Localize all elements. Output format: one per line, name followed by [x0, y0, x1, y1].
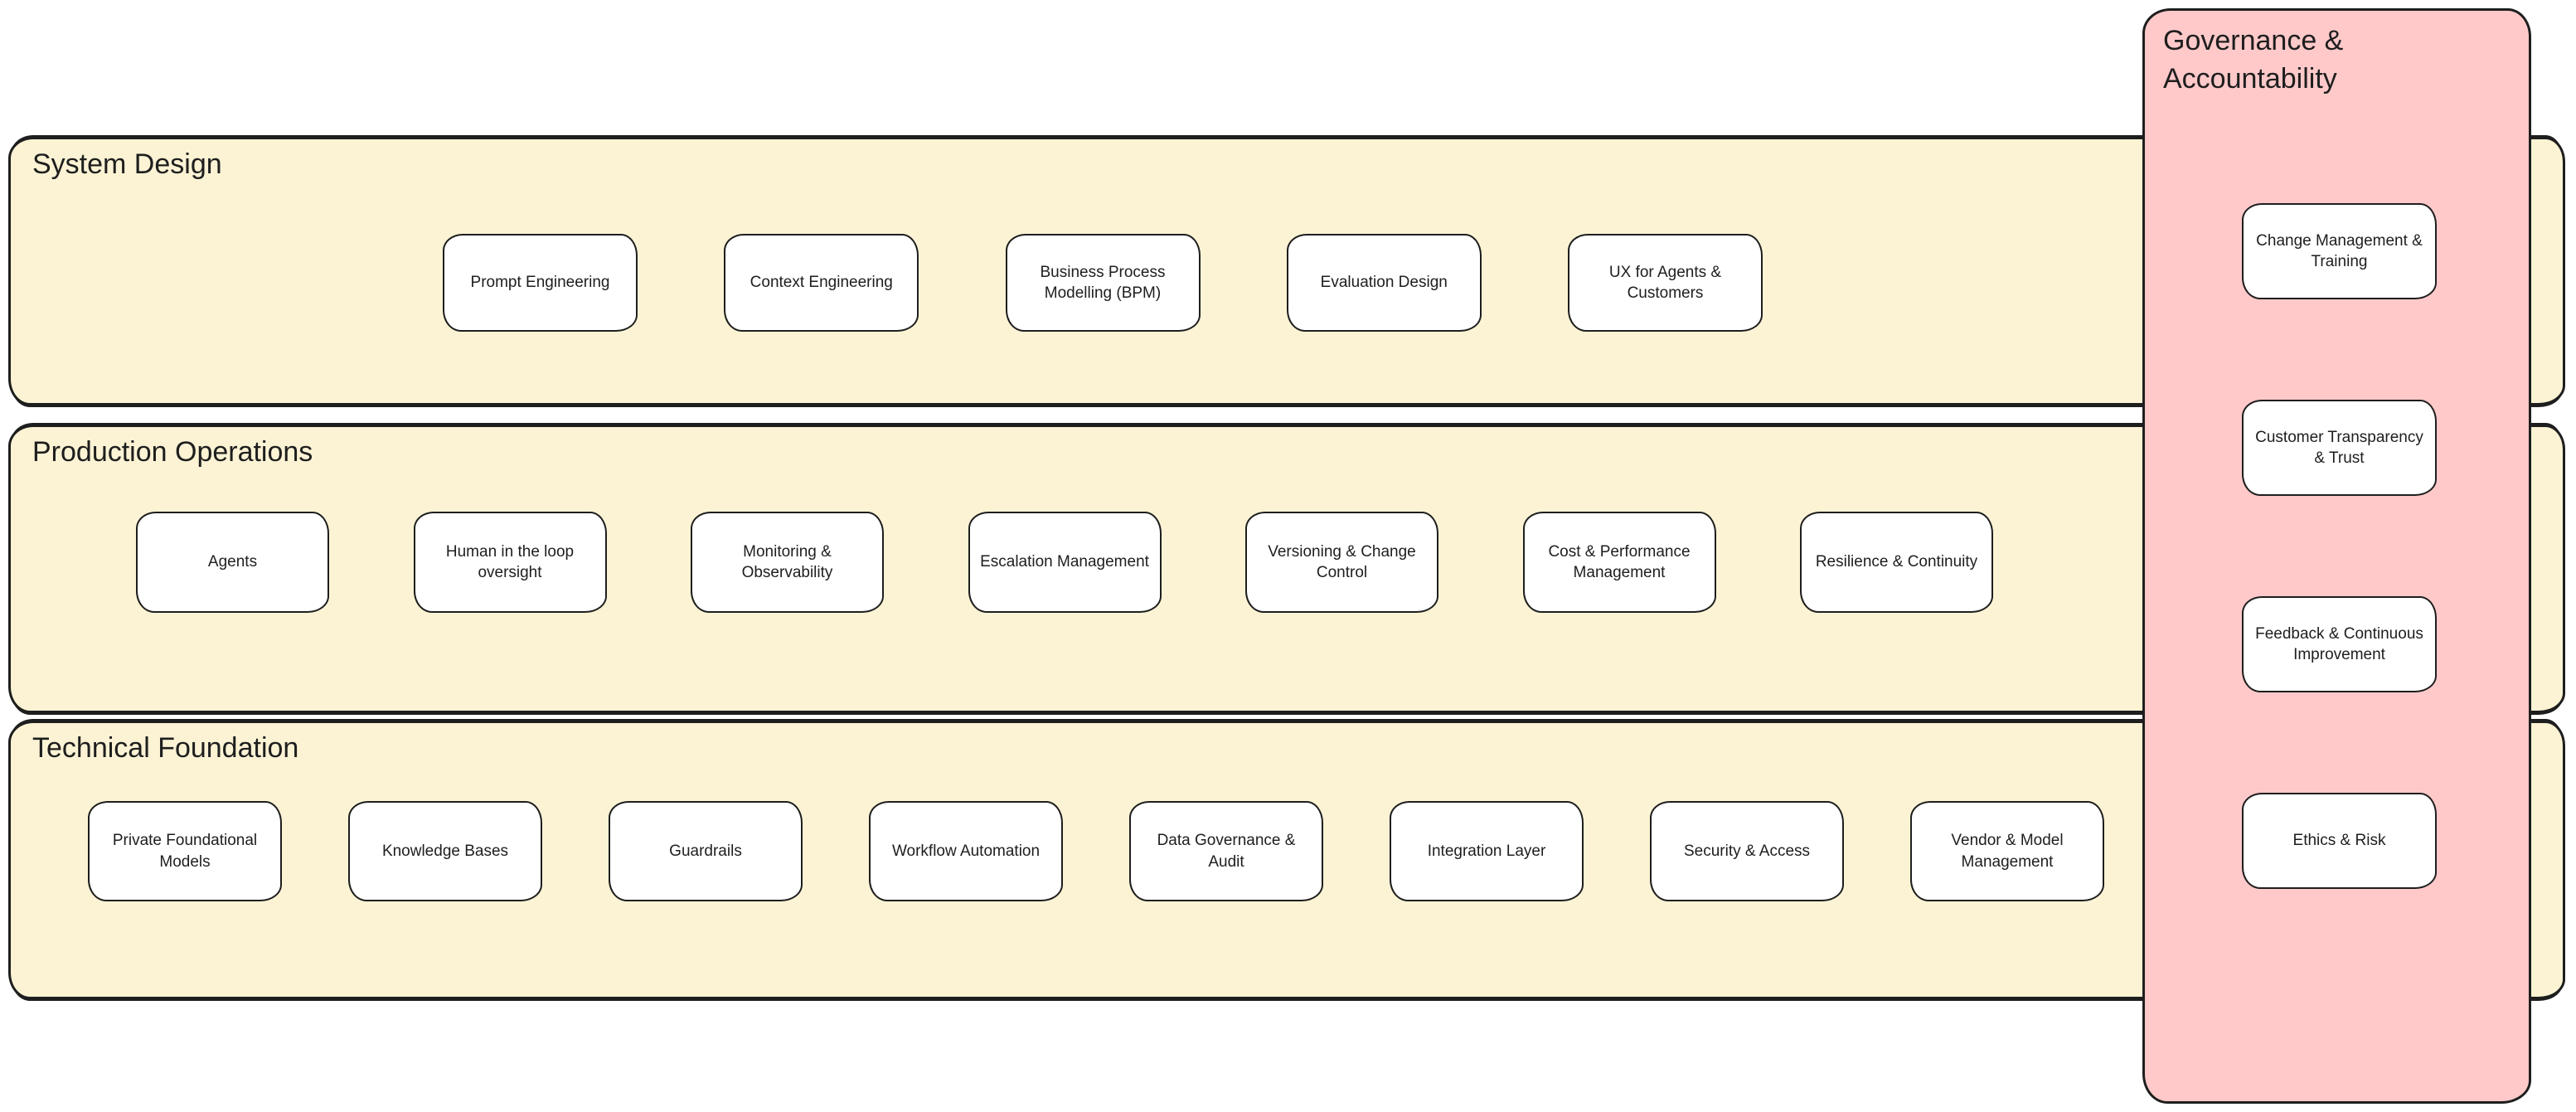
diagram-node-label: UX for Agents & Customers	[1608, 263, 1722, 302]
panel-governance-accountability[interactable]: Governance & Accountability Change Manag…	[2142, 8, 2531, 1104]
diagram-node-label: Vendor & Model Management	[1951, 832, 2064, 871]
diagram-node[interactable]: Change Management & Training	[2242, 203, 2437, 299]
diagram-node[interactable]: Resilience & Continuity	[1800, 512, 1993, 613]
diagram-node[interactable]: Security & Access	[1650, 801, 1844, 901]
diagram-node[interactable]: Vendor & Model Management	[1910, 801, 2104, 901]
diagram-node[interactable]: Context Engineering	[724, 234, 919, 332]
lane-nodes-production-operations: Agents Human in the loop oversight Monit…	[136, 512, 1993, 613]
diagram-node-label: Change Management & Training	[2256, 231, 2423, 270]
diagram-node-label: Versioning & Change Control	[1268, 542, 1416, 581]
diagram-node-label: Data Governance & Audit	[1157, 832, 1296, 871]
diagram-node[interactable]: Agents	[136, 512, 329, 613]
diagram-node-label: Human in the loop oversight	[445, 542, 575, 581]
diagram-node[interactable]: Customer Transparency & Trust	[2242, 400, 2437, 496]
diagram-node-label: Agents	[207, 553, 258, 571]
diagram-node-label: Workflow Automation	[891, 842, 1041, 860]
diagram-node-label: Cost & Performance Management	[1548, 542, 1691, 581]
lane-nodes-technical-foundation: Private Foundational Models Knowledge Ba…	[88, 801, 2104, 901]
diagram-node[interactable]: UX for Agents & Customers	[1568, 234, 1763, 332]
diagram-node[interactable]: Prompt Engineering	[443, 234, 638, 332]
lane-production-operations[interactable]: Production Operations Agents Human in th…	[8, 425, 2565, 713]
diagram-node-label: Ethics & Risk	[2292, 832, 2386, 850]
diagram-node[interactable]: Data Governance & Audit	[1129, 801, 1323, 901]
lane-title-production-operations: Production Operations	[32, 436, 313, 468]
diagram-node[interactable]: Evaluation Design	[1286, 234, 1482, 332]
lane-system-design[interactable]: System Design Prompt Engineering Context…	[8, 137, 2565, 405]
diagram-node-label: Integration Layer	[1427, 842, 1546, 860]
lane-technical-foundation[interactable]: Technical Foundation Private Foundationa…	[8, 721, 2565, 999]
diagram-node-label: Context Engineering	[750, 274, 893, 292]
lane-title-technical-foundation: Technical Foundation	[32, 732, 299, 764]
diagram-node[interactable]: Integration Layer	[1390, 801, 1584, 901]
panel-title-governance-accountability: Governance & Accountability	[2163, 25, 2344, 95]
diagram-node[interactable]: Workflow Automation	[869, 801, 1063, 901]
diagram-node[interactable]: Knowledge Bases	[348, 801, 542, 901]
diagram-node-label: Escalation Management	[980, 553, 1149, 571]
diagram-node[interactable]: Versioning & Change Control	[1245, 512, 1438, 613]
diagram-node[interactable]: Ethics & Risk	[2242, 793, 2437, 889]
diagram-node-label: Business Process Modelling (BPM)	[1040, 263, 1166, 302]
diagram-node-label: Customer Transparency & Trust	[2255, 428, 2423, 467]
lane-nodes-system-design: Prompt Engineering Context Engineering B…	[443, 234, 1763, 332]
diagram-node[interactable]: Monitoring & Observability	[691, 512, 884, 613]
diagram-node[interactable]: Escalation Management	[968, 512, 1162, 613]
diagram-node[interactable]: Human in the loop oversight	[413, 512, 607, 613]
diagram-node[interactable]: Guardrails	[609, 801, 803, 901]
lane-title-system-design: System Design	[32, 148, 222, 180]
diagram-node-label: Monitoring & Observability	[741, 542, 833, 581]
diagram-node-label: Guardrails	[669, 842, 742, 860]
diagram-node-label: Private Foundational Models	[112, 832, 258, 871]
panel-nodes-governance-accountability: Change Management & Training Customer Tr…	[2242, 203, 2437, 889]
diagram-node-label: Evaluation Design	[1320, 274, 1448, 292]
diagram-node-label: Knowledge Bases	[381, 842, 509, 860]
diagram-node-label: Security & Access	[1683, 842, 1811, 860]
diagram-node[interactable]: Feedback & Continuous Improvement	[2242, 596, 2437, 692]
diagram-node[interactable]: Private Foundational Models	[88, 801, 282, 901]
diagram-node-label: Feedback & Continuous Improvement	[2255, 624, 2423, 663]
diagram-node[interactable]: Cost & Performance Management	[1522, 512, 1716, 613]
diagram-node-label: Prompt Engineering	[470, 274, 610, 292]
diagram-node-label: Resilience & Continuity	[1815, 553, 1978, 571]
diagram-node[interactable]: Business Process Modelling (BPM)	[1005, 234, 1201, 332]
